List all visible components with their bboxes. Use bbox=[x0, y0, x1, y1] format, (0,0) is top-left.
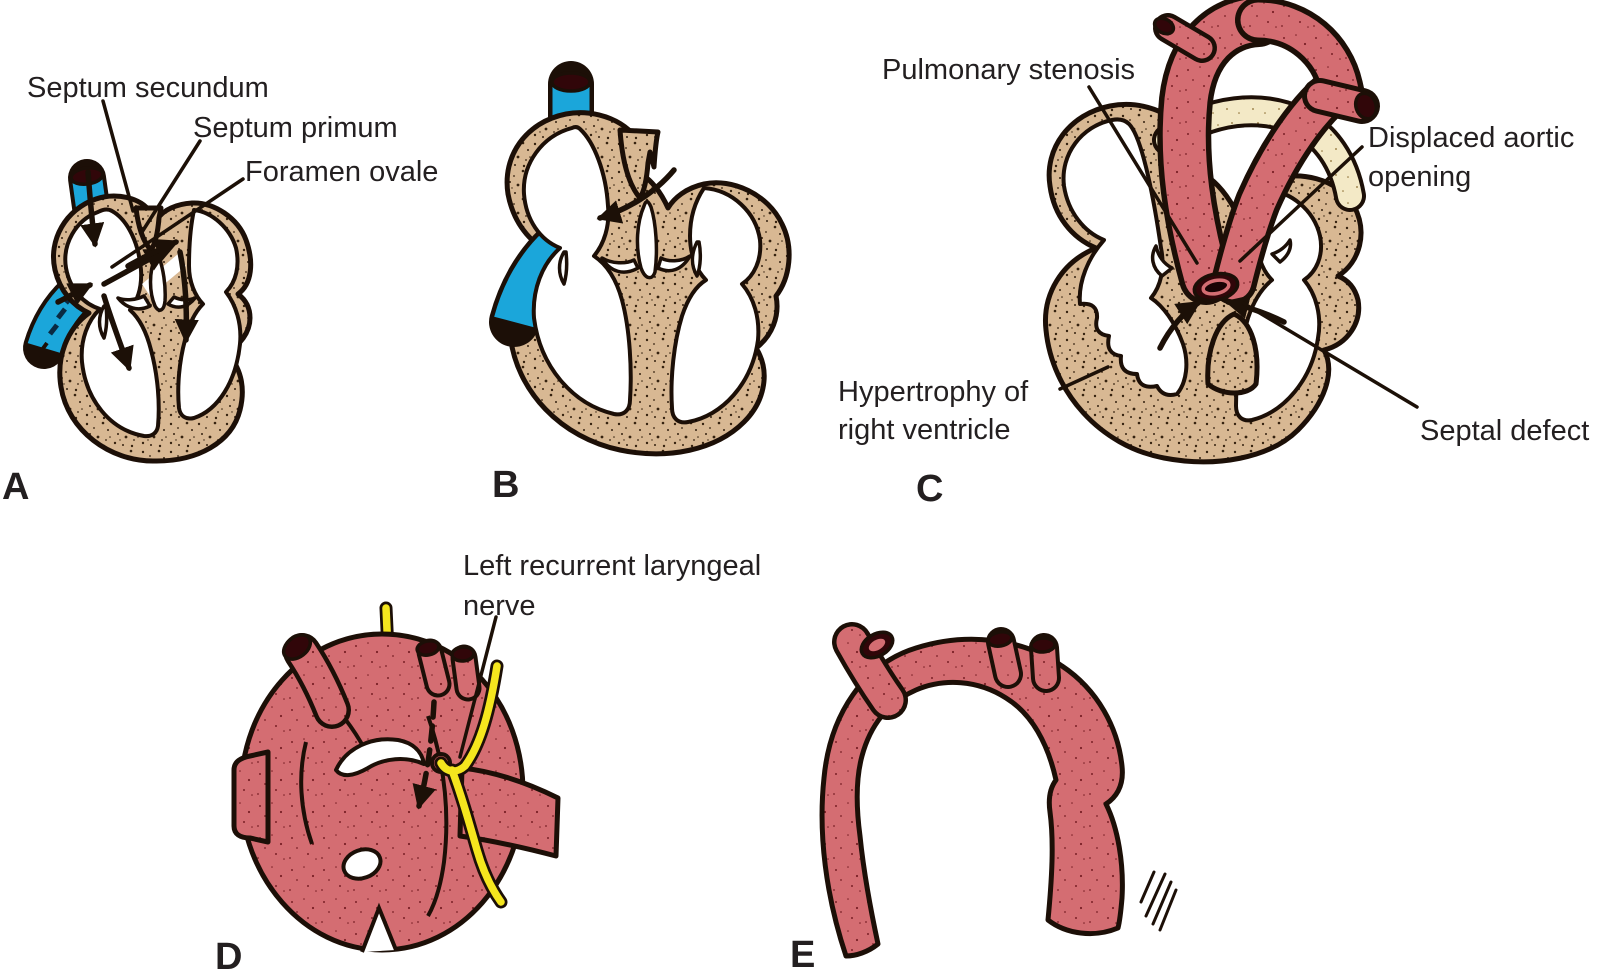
left-branch-lumen-e bbox=[868, 638, 886, 652]
pointer-foramen-ovale bbox=[110, 177, 245, 269]
pointer-nerve bbox=[458, 615, 498, 759]
mitral-leaflet-b bbox=[600, 256, 640, 274]
label-hypertrophy-1: Hypertrophy of bbox=[838, 376, 1029, 408]
side-leaflet-a bbox=[97, 304, 109, 340]
right-atrium-ventricle-b bbox=[521, 125, 633, 417]
label-septal-defect: Septal defect bbox=[1420, 415, 1589, 447]
left-branch-e bbox=[832, 622, 908, 720]
pointer-hypertrophy bbox=[1058, 365, 1110, 391]
panel-b: B bbox=[489, 61, 792, 506]
ring-inner-line-2 bbox=[426, 715, 449, 917]
inferior-vena-cava-b bbox=[489, 222, 582, 347]
flow-arrow-foramen-b bbox=[596, 167, 677, 224]
panel-e: E bbox=[790, 622, 1178, 976]
left-stub-d bbox=[231, 749, 271, 845]
ring-inner-line-3 bbox=[299, 741, 314, 845]
flow-arrow-svc-a bbox=[80, 169, 105, 248]
tricuspid-leaflet-b bbox=[656, 254, 692, 273]
top-stub-2-e bbox=[1029, 633, 1061, 693]
flow-arrow-rv-to-aorta bbox=[1157, 300, 1202, 351]
flow-arrow-foramen2-a bbox=[125, 238, 180, 269]
left-atrium-ventricle-a bbox=[176, 208, 243, 421]
ivc-flow-line-a bbox=[31, 341, 49, 364]
panel-letter-d: D bbox=[215, 936, 242, 978]
stub-opening-c bbox=[1152, 16, 1176, 36]
aortic-opening-c bbox=[1192, 271, 1240, 303]
valve-leaflet-c-left bbox=[1150, 244, 1174, 278]
panel-c: Pulmonary stenosis Displaced aortic open… bbox=[838, 0, 1589, 510]
flow-arrow-rv-a bbox=[101, 293, 134, 372]
pointer-pulmonary-stenosis bbox=[1087, 85, 1199, 265]
vessel-stub-c bbox=[1152, 13, 1217, 63]
pointer-septum-primum bbox=[140, 139, 202, 234]
dashed-flow-arrow-d bbox=[412, 699, 437, 810]
septum-secundum-shape-b bbox=[617, 127, 661, 201]
bottom-notch-d bbox=[360, 902, 398, 953]
aorta-branch-opening-c bbox=[1353, 91, 1379, 121]
ring-window-upper bbox=[334, 737, 426, 777]
right-ventricle-chamber-c bbox=[1061, 117, 1189, 397]
overriding-aorta-c bbox=[1211, 0, 1380, 305]
septal-stump-c bbox=[1205, 311, 1260, 396]
label-foramen-ovale: Foramen ovale bbox=[245, 156, 438, 188]
top-stub-1-d bbox=[415, 638, 452, 698]
panel-d: Left recurrent laryngeal nerve D bbox=[215, 550, 761, 978]
right-branch-d bbox=[457, 765, 561, 859]
flow-arrow-ivc-a bbox=[55, 282, 94, 306]
top-stub-2-d bbox=[450, 644, 482, 702]
panel-letter-b: B bbox=[492, 464, 519, 506]
ring-window-lower bbox=[341, 847, 383, 881]
top-stub-1-e bbox=[986, 627, 1023, 689]
side-leaflet-b-right bbox=[690, 240, 703, 278]
pulmonary-trunk-c bbox=[1157, 0, 1285, 305]
label-septum-primum: Septum primum bbox=[193, 112, 398, 144]
left-branch-opening-d bbox=[281, 633, 313, 661]
panel-letter-e: E bbox=[790, 934, 815, 976]
panel-letter-c: C bbox=[916, 468, 943, 510]
panel-a: Septum secundum Septum primum Foramen ov… bbox=[2, 72, 438, 508]
aortic-arch-e bbox=[819, 636, 1125, 959]
panel-letter-a: A bbox=[2, 466, 29, 508]
pointer-septum-secundum bbox=[101, 99, 135, 213]
label-nerve-2: nerve bbox=[463, 590, 536, 622]
pointer-displaced-aortic bbox=[1238, 145, 1364, 263]
label-nerve-1: Left recurrent laryngeal bbox=[463, 550, 761, 582]
pointer-septal-defect bbox=[1241, 301, 1419, 409]
label-septum-secundum: Septum secundum bbox=[27, 72, 269, 104]
tricuspid-leaflet-a bbox=[166, 295, 197, 309]
recurrent-laryngeal-nerve-d bbox=[434, 659, 508, 909]
side-leaflet-b-left bbox=[557, 250, 569, 286]
label-displaced-aortic-2: opening bbox=[1368, 161, 1471, 193]
flow-arrow-lv-a bbox=[174, 249, 199, 344]
svc-opening-b bbox=[550, 71, 592, 93]
coarctation-hatch-marks bbox=[1139, 870, 1178, 932]
label-hypertrophy-2: right ventricle bbox=[838, 414, 1010, 446]
left-branch-d bbox=[281, 633, 351, 729]
label-displaced-aortic-1: Displaced aortic bbox=[1368, 122, 1574, 154]
valve-leaflet-c-far-right bbox=[1270, 238, 1293, 264]
septum-primum-flap-b bbox=[635, 199, 659, 280]
mitral-leaflet-a bbox=[116, 294, 152, 311]
label-pulmonary-stenosis: Pulmonary stenosis bbox=[882, 54, 1135, 86]
